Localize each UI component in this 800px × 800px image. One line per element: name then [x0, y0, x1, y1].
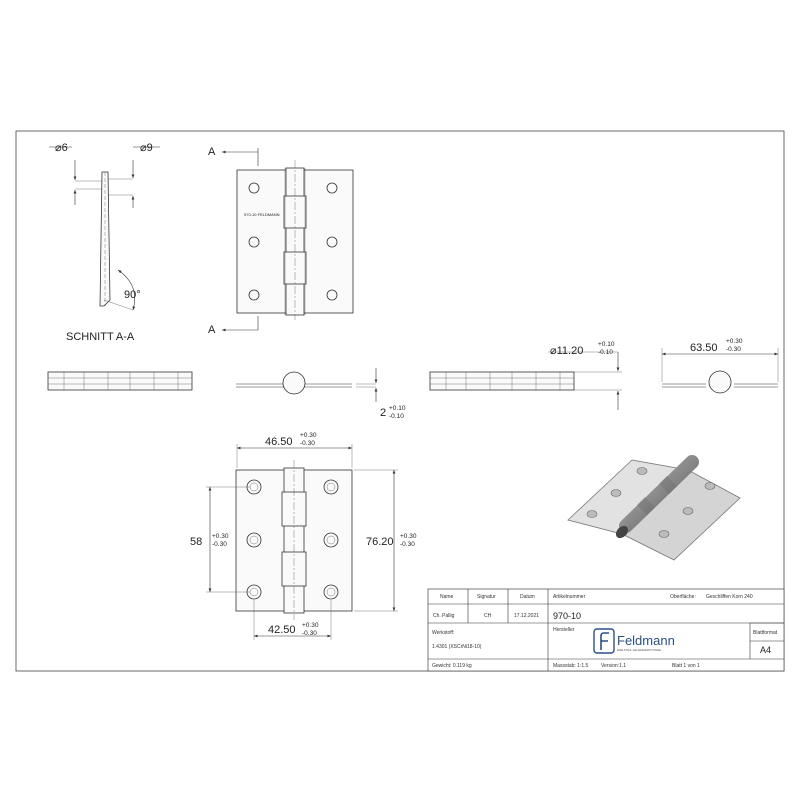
height-tol-minus: -0.30	[400, 541, 415, 548]
section-mark-top: A	[208, 146, 216, 158]
hole-pitch-top-value: 46.50	[265, 436, 293, 448]
tb-header-datum: Datum	[520, 594, 535, 600]
open-view: 63.50 +0.30 -0.30	[661, 338, 779, 394]
angle-label: 90°	[124, 289, 141, 301]
tb-header-signatur: Signatur	[477, 594, 496, 600]
tb-blatt: Blatt 1 von 1	[672, 663, 700, 669]
open-width-tol-plus: +0.30	[726, 338, 743, 345]
tb-name: Ch. Pallig	[433, 613, 455, 619]
logo-tagline: EDELSTAHL GELAENDERSYSTEME	[617, 648, 661, 652]
isometric-view	[567, 455, 741, 561]
logo-text: Feldmann	[617, 633, 675, 648]
hole-spacing-vertical-tol-minus: -0.30	[212, 541, 227, 548]
hole-pitch-bottom-tol-minus: -0.30	[302, 630, 317, 637]
title-block: Name Signatur Datum Artikelnummer Oberfl…	[427, 588, 785, 672]
tb-header-artikel: Artikelnummer	[553, 594, 586, 600]
front-view: 970-10 FELDMANN A A	[208, 146, 354, 336]
open-width-value: 63.50	[690, 342, 718, 354]
edge-view-left	[47, 371, 193, 391]
knuckle-dia-tol-minus: -0.10	[598, 349, 613, 356]
dia-small-label: ⌀6	[55, 142, 68, 154]
thickness-value: 2	[380, 407, 386, 419]
tb-header-name: Name	[440, 594, 454, 600]
tb-datum: 17.12.2021	[514, 613, 539, 619]
hole-pitch-top-tol-plus: +0.30	[300, 432, 317, 439]
tb-header-hersteller: Hersteller	[553, 627, 575, 633]
tb-header-oberflaeche: Oberfläche:	[670, 594, 696, 600]
hole-pitch-bottom-tol-plus: +0.30	[302, 622, 319, 629]
hole-pitch-bottom-value: 42.50	[268, 624, 296, 636]
height-tol-plus: +0.30	[400, 533, 417, 540]
hole-spacing-vertical-tol-plus: +0.30	[212, 533, 229, 540]
hole-spacing-vertical-value: 58	[190, 536, 202, 548]
dia-large-label: ⌀9	[140, 142, 153, 154]
tb-version: Version:1.1	[601, 663, 626, 669]
side-view-knuckle: 2 +0.10 -0.10	[236, 368, 406, 420]
tb-gewicht: Gewicht: 0.119 kg	[432, 663, 472, 669]
tb-oberflaeche: Geschliffen Korn 240	[706, 594, 753, 600]
sheet-border	[15, 130, 785, 672]
open-width-tol-minus: -0.30	[726, 346, 741, 353]
tb-massstab: Massstab: 1:1.5	[553, 663, 589, 669]
height-value: 76.20	[366, 536, 394, 548]
hole-pitch-top-tol-minus: -0.30	[300, 440, 315, 447]
knuckle-dia-tol-plus: +0.10	[598, 341, 615, 348]
tb-artikelnummer: 970-10	[553, 611, 581, 621]
thickness-tol-plus: +0.10	[389, 405, 406, 412]
section-view: ⌀6 ⌀9 90° SCHNITT A-A	[49, 142, 160, 343]
tb-header-werkstoff: Werkstoff:	[432, 630, 454, 636]
feldmann-logo: Feldmann EDELSTAHL GELAENDERSYSTEME	[593, 628, 675, 654]
main-view: 46.50 +0.30 -0.30 42.50 +0.30 -0.30 58 +…	[190, 432, 417, 640]
knuckle-dia-value: ⌀11.20	[550, 345, 583, 357]
thickness-tol-minus: -0.10	[389, 413, 404, 420]
tb-blattformat: A4	[760, 645, 771, 655]
section-mark-bottom: A	[208, 324, 216, 336]
plate-engraving: 970-10 FELDMANN	[244, 212, 280, 217]
edge-view-right: ⌀11.20 +0.10 -0.10	[429, 341, 622, 410]
tb-signatur: CH	[484, 613, 492, 619]
tb-header-blattformat: Blattformat	[753, 630, 778, 636]
tb-werkstoff: 1.4301 (XSCrNi18-10)	[432, 644, 482, 650]
section-label: SCHNITT A-A	[66, 331, 135, 343]
